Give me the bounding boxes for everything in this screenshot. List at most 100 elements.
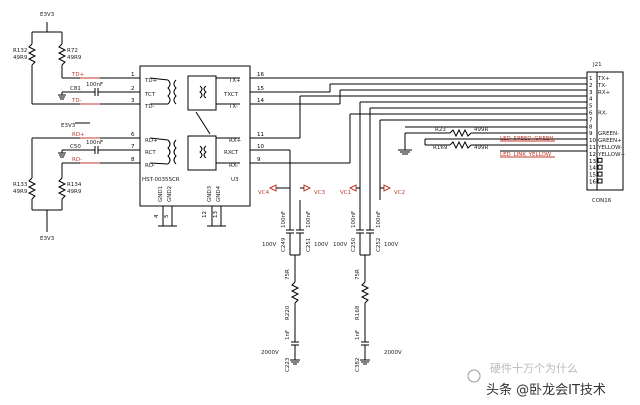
c252-voltage: 100V	[384, 242, 398, 248]
u3-pin-10: 10	[257, 144, 264, 150]
r134-ref: R134	[67, 182, 82, 188]
r220-ref: R220	[285, 305, 291, 320]
watermark-faded: 硬件十万个为什么	[490, 361, 578, 375]
j21-pin-6: 6	[589, 111, 593, 117]
net-rd-plus: RD+	[72, 132, 85, 138]
vc3-label: VC3	[314, 190, 326, 196]
c250-val: 100nF	[351, 211, 357, 228]
r132-ref: R132	[13, 48, 27, 54]
u3-pin-3: 3	[131, 98, 135, 104]
net-led-link-yellow: LED_LINK_YELLOW	[500, 152, 552, 158]
u3-pin-7: 7	[131, 144, 135, 150]
u3-pin-13: 13	[213, 211, 219, 218]
j21-pad-14	[597, 164, 603, 170]
j21-signal-2: TX-	[597, 83, 607, 89]
resistor-r134	[57, 177, 67, 200]
net-td-plus: TD+	[71, 72, 85, 78]
u3-ref: U3	[231, 177, 239, 183]
r23-val: 499R	[474, 127, 488, 133]
u3-inner-rxct: RXCT	[224, 150, 239, 156]
c382-voltage: 2000V	[384, 350, 402, 356]
u3-inner-tx-plus: TX+	[228, 78, 241, 84]
u3-inner-td-plus: TD+	[144, 78, 158, 84]
resistor-r133	[27, 177, 37, 200]
u3-pin-2: 2	[131, 86, 135, 92]
u3-inner-tx-minus: TX-	[228, 104, 238, 110]
c249-val: 100nF	[281, 211, 287, 228]
r168-val: 75R	[355, 269, 361, 280]
c382-ref: C382	[355, 358, 361, 372]
signal-routing	[250, 77, 587, 200]
c81-ref: C81	[70, 86, 81, 92]
j21-pin-15: 15	[589, 173, 596, 179]
resistor-r169	[449, 140, 472, 150]
u3-pin-12: 12	[202, 211, 208, 218]
j21-pin-9: 9	[589, 131, 593, 137]
power-label-e3v3-mid: E3V3	[61, 123, 76, 129]
vc1-label: VC1	[340, 190, 351, 196]
j21-pin-16: 16	[589, 180, 596, 186]
u3-inner-rct: RCT	[145, 150, 156, 156]
transformer-ic-u3	[120, 65, 251, 227]
connector-j21	[586, 71, 624, 191]
j21-pad-13	[597, 157, 603, 163]
resistor-r132	[27, 43, 37, 66]
u3-inner-td-minus: TD-	[144, 104, 155, 110]
c223-voltage: 2000V	[261, 350, 279, 356]
vc-flags	[268, 184, 392, 192]
u3-pin-6: 6	[131, 132, 135, 138]
j21-signal-1: TX+	[597, 76, 610, 82]
j21-pin-5: 5	[589, 104, 593, 110]
u3-gnd1: GND1	[158, 186, 164, 202]
c223-ref: C223	[285, 357, 291, 372]
r72-val: 49R9	[67, 55, 82, 61]
c249-ref: C249	[281, 237, 287, 252]
c250-voltage: 100V	[333, 242, 347, 248]
u3-pin-4: 4	[154, 214, 160, 218]
c223-val: 1nF	[285, 330, 291, 340]
u3-gnd2: GND2	[167, 186, 173, 202]
j21-signal-9: GREEN-	[598, 131, 619, 137]
u3-pin-9: 9	[257, 157, 261, 163]
c382-val: 1nF	[355, 330, 361, 340]
r168-ref: R168	[355, 305, 361, 320]
u3-part-number: HST-0035SCR	[142, 177, 180, 183]
c252-val: 100nF	[376, 211, 382, 228]
r132-val: 49R9	[13, 55, 28, 61]
r169-val: 499R	[474, 145, 488, 151]
j21-pin-14: 14	[589, 166, 596, 172]
power-label-e3v3-bot: E3V3	[40, 236, 55, 242]
j21-pin-13: 13	[589, 159, 596, 165]
c81-val: 100nF	[86, 82, 103, 88]
c50-val: 100nF	[86, 140, 103, 146]
resistor-r23	[449, 128, 472, 138]
j21-part: CON16	[592, 198, 612, 204]
c250-ref: C250	[351, 237, 357, 252]
j21-signal-3: RX+	[598, 90, 611, 96]
r72-ref: R72	[67, 48, 78, 54]
j21-pad-15	[597, 171, 603, 177]
u3-pin-16: 16	[257, 72, 264, 78]
u3-inner-txct: TXCT	[223, 92, 239, 98]
net-td-minus: TD-	[71, 98, 82, 104]
j21-signal-11: YELLOW-	[597, 145, 622, 151]
j21-pin-2: 2	[589, 83, 593, 89]
u3-gnd3: GND3	[207, 185, 213, 202]
u3-pin-14: 14	[257, 98, 264, 104]
u3-inner-rd-minus: RD-	[145, 163, 155, 169]
j21-pin-4: 4	[589, 97, 593, 103]
power-label-e3v3-top: E3V3	[40, 12, 55, 18]
u3-pin-5: 5	[164, 214, 170, 218]
j21-pin-7: 7	[589, 117, 593, 123]
j21-pin-11: 11	[589, 145, 596, 151]
r169-ref: R169	[433, 145, 448, 151]
r23-ref: R23	[435, 127, 446, 133]
net-rd-minus: RD-	[72, 157, 82, 163]
r220-val: 75R	[285, 269, 291, 280]
j21-signal-12: YELLOW+	[597, 152, 626, 158]
j21-pin-12: 12	[589, 152, 596, 158]
c251-voltage: 100V	[314, 242, 328, 248]
u3-inner-tct: TCT	[144, 92, 156, 98]
